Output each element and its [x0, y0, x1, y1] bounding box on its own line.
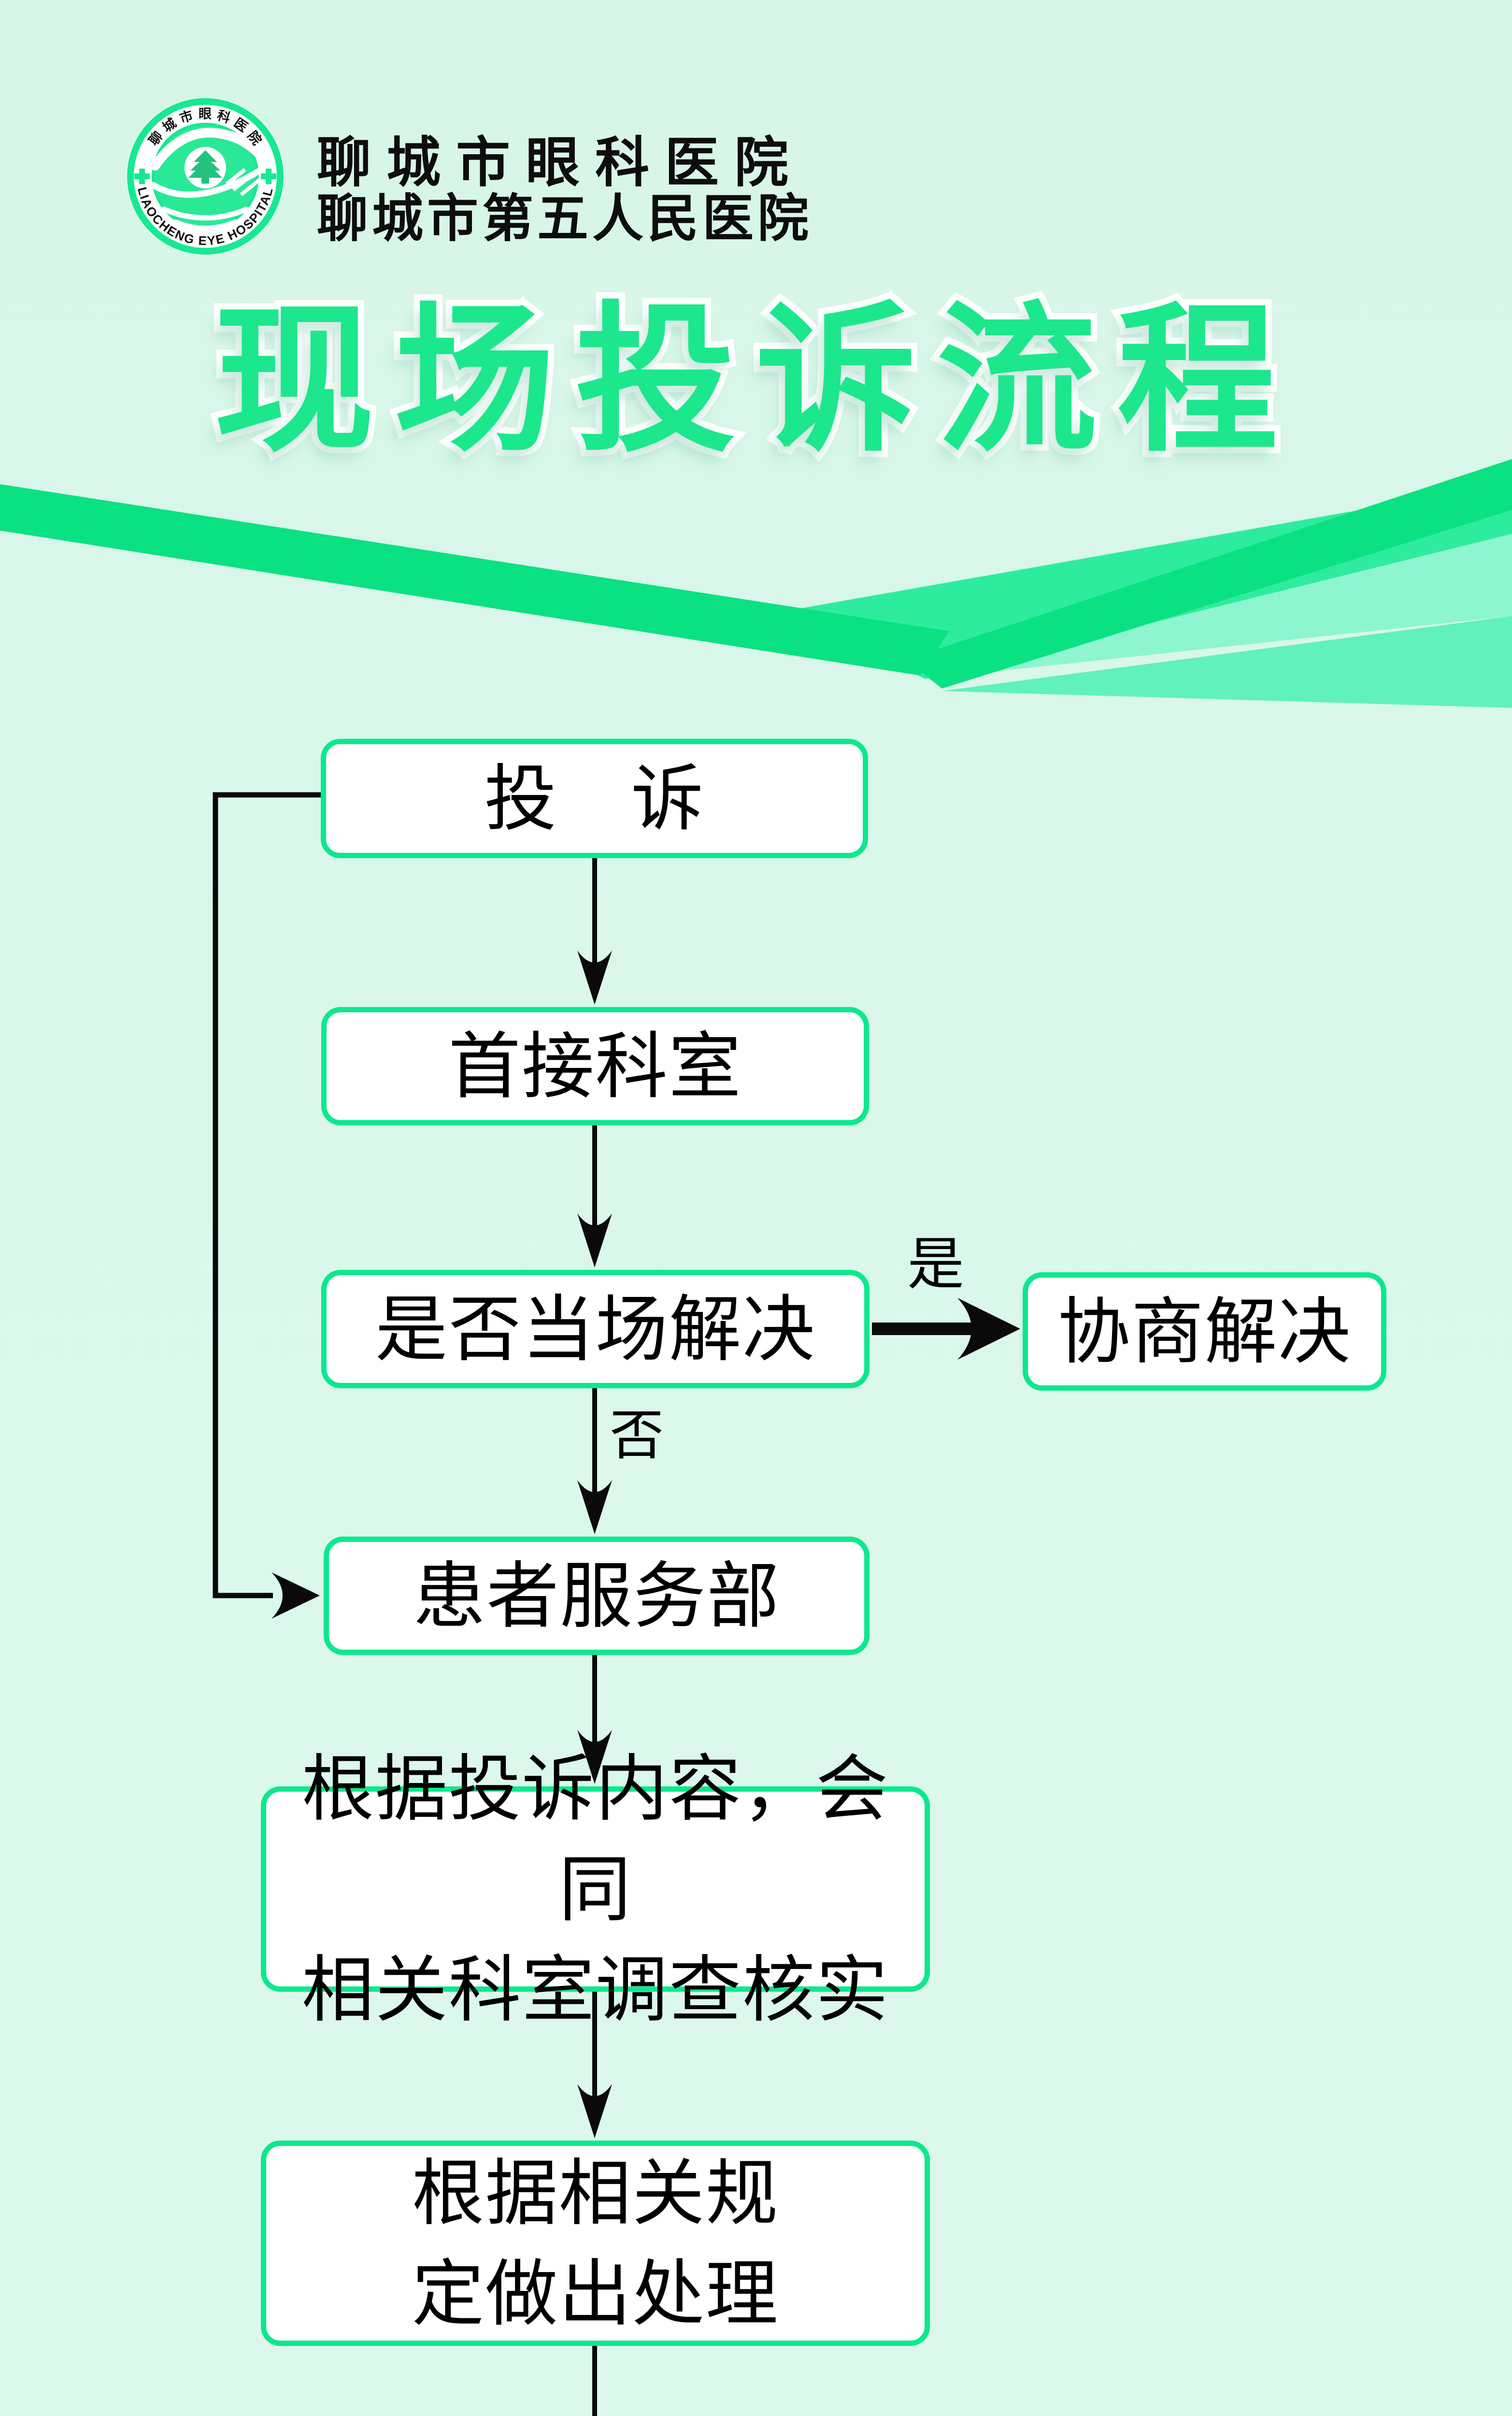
logo-eyebrow-arc	[150, 128, 268, 171]
connector-shafts	[213, 792, 976, 2416]
hospital-name-line1: 聊城市眼科医院	[317, 132, 804, 193]
flow-node-complaint: 投 诉	[321, 739, 868, 858]
edge-label-no: 否	[610, 1405, 664, 1466]
flow-node-decision: 是否当场解决	[321, 1270, 870, 1388]
hospital-name-line2: 聊城市第五人民医院	[317, 190, 813, 247]
logo-cross-left-icon	[134, 169, 150, 184]
page-title: 现场投诉流程	[208, 287, 1298, 477]
logo-diagonal-stripes	[225, 168, 263, 197]
banner-midlight-triangle	[942, 616, 1512, 708]
flow-node-investigate: 根据投诉内容，会同 相关科室调查核实	[261, 1748, 930, 2030]
logo-outer-ring	[127, 98, 284, 255]
arrowheads	[271, 950, 1020, 2138]
logo-cross-right-icon	[261, 169, 276, 184]
logo-wave-arcs	[161, 206, 250, 230]
flow-node-patient-service: 患者服务部	[324, 1537, 870, 1655]
logo-pagoda-icon	[188, 150, 222, 184]
hospital-logo: 聊 城 市 眼 科 医 院 LIAOCHENG EYE HOSPITAL	[127, 98, 284, 255]
edge-label-yes: 是	[907, 1233, 965, 1296]
flow-node-negotiate: 协商解决	[1023, 1272, 1386, 1391]
banner-check-right-stroke	[906, 459, 1512, 689]
banner-check-left-stroke	[0, 484, 949, 676]
banner-ribbons	[0, 459, 1512, 708]
flow-node-first-dept: 首接科室	[321, 1007, 869, 1125]
flow-node-handle: 根据相关规 定做出处理	[261, 2141, 930, 2346]
